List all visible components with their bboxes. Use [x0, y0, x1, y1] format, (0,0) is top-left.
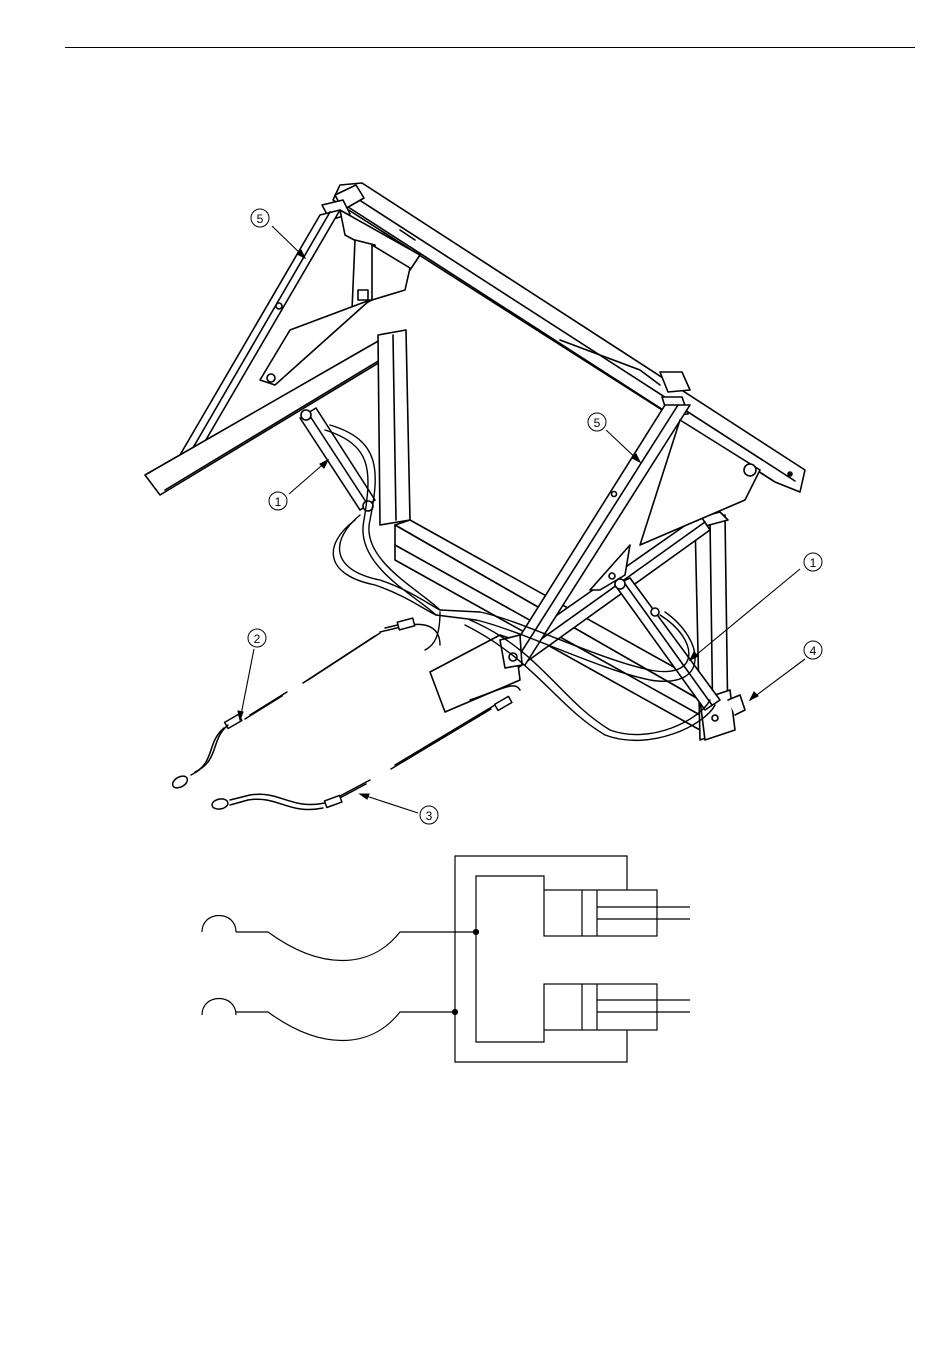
callout-2: 2	[248, 629, 266, 647]
callout-3: 3	[420, 806, 438, 824]
hydraulic-schematic	[202, 856, 690, 1062]
hose-assembly-2	[171, 618, 415, 790]
callout-label: 1	[810, 556, 817, 570]
callout-1-left: 1	[269, 492, 287, 510]
schematic-cylinder-upper	[544, 890, 690, 936]
callout-label: 5	[594, 416, 601, 430]
callout-label: 4	[810, 644, 817, 658]
callout-1-right: 1	[804, 553, 822, 571]
hose-line-upper	[236, 932, 476, 961]
coupler-symbol-lower	[202, 999, 236, 1016]
hose-assembly-3	[211, 686, 520, 810]
callout-5-right: 5	[588, 413, 606, 431]
callout-4: 4	[804, 641, 822, 659]
callout-label: 3	[426, 809, 433, 823]
inner-line	[476, 876, 544, 932]
left-vertical-post	[378, 330, 410, 525]
hose-line-lower	[236, 1012, 455, 1041]
coupler-symbol-upper	[202, 916, 236, 933]
callout-label: 5	[257, 212, 264, 226]
callout-label: 1	[275, 495, 282, 509]
schematic-cylinder-lower	[544, 984, 690, 1030]
frame-assembly	[145, 183, 805, 740]
callout-5-upper: 5	[251, 209, 269, 227]
callout-label: 2	[254, 632, 261, 646]
